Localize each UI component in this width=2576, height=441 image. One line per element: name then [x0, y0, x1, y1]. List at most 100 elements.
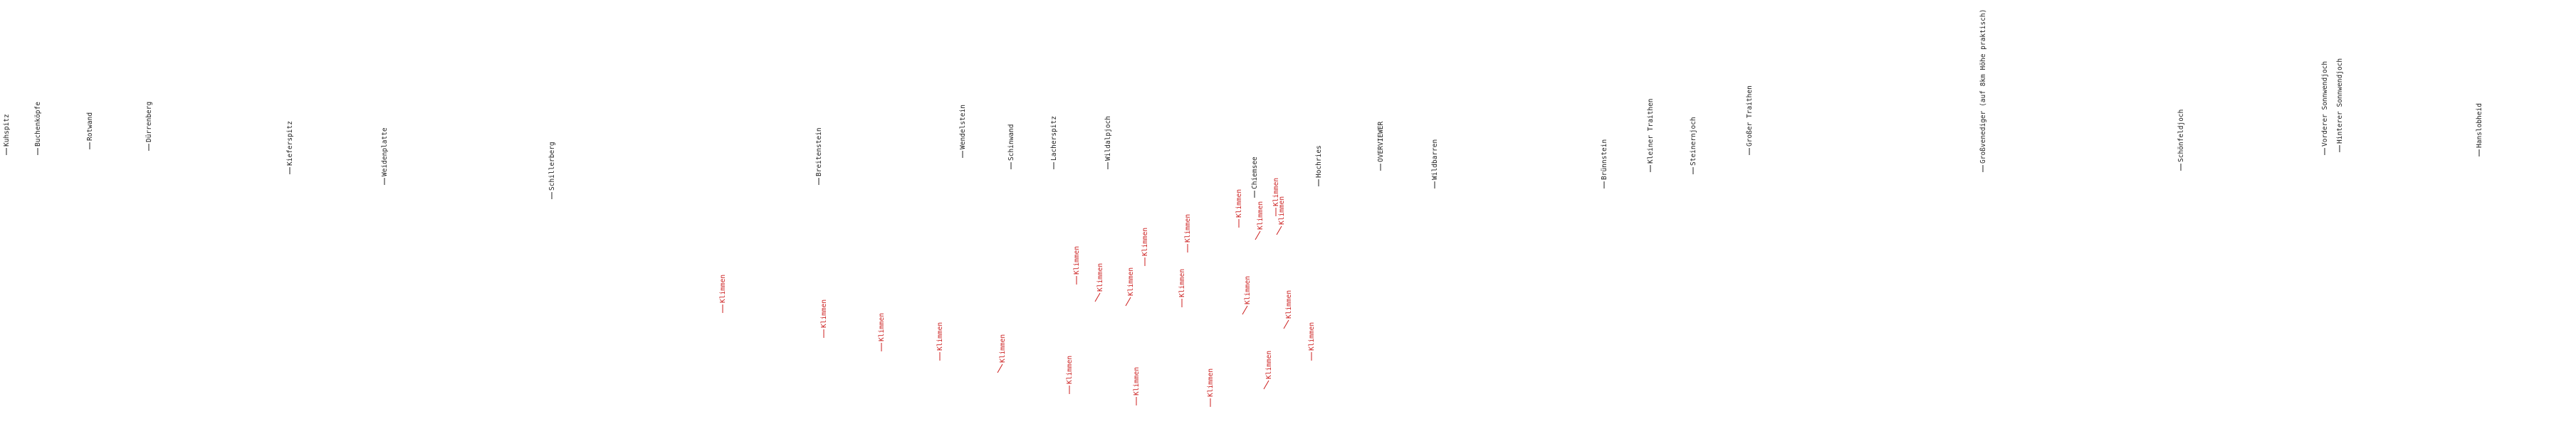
route-marker: Klimmen [997, 334, 1007, 373]
route-label: Klimmen [1235, 189, 1243, 218]
peak-marker: Chiemsee [1251, 156, 1259, 198]
peak-label: Hinterer Sonnwendjoch [2336, 58, 2344, 144]
peak-marker: Schinwand [1007, 124, 1015, 169]
route-label: Klimmen [878, 313, 886, 341]
route-marker: Klimmen [1066, 356, 1074, 394]
route-marker: Klimmen [1263, 351, 1273, 390]
route-marker: Klimmen [820, 299, 828, 338]
peak-marker: Schillerberg [548, 142, 556, 199]
peak-marker: Steinernjoch [1690, 117, 1697, 174]
route-label: Klimmen [1278, 196, 1286, 225]
route-label: Klimmen [1257, 201, 1265, 230]
peak-label: Wildalpjoch [1104, 116, 1112, 161]
route-label: Klimmen [1207, 368, 1215, 397]
route-marker: Klimmen [1184, 214, 1192, 253]
peak-labels-layer: Kuhspitz Buchenköpfe Rotwand Dürrenberg Kief… [3, 9, 2483, 199]
route-label: Klimmen [820, 299, 828, 328]
route-marker: Klimmen [1207, 368, 1215, 407]
peak-label: Wendelstein [959, 105, 967, 149]
route-marker: Klimmen [1125, 267, 1135, 307]
route-marker: Klimmen [878, 313, 886, 351]
peak-label: Hanslobheid [2476, 103, 2483, 148]
route-marker: Klimmen [719, 275, 727, 313]
route-label: Klimmen [1244, 276, 1252, 304]
peak-label: Dürrenberg [145, 102, 153, 142]
peak-label: Buchenköpfe [34, 102, 42, 147]
peak-marker: Lacherspitz [1050, 116, 1058, 169]
route-tick [1242, 305, 1248, 315]
route-marker: Klimmen [1235, 189, 1243, 228]
peak-label: Chiemsee [1251, 156, 1259, 189]
peak-marker: OVERVIEWER [1377, 122, 1385, 171]
peak-marker: Kleiner Traithen [1647, 98, 1655, 172]
peak-label: Wildbarren [1431, 139, 1439, 180]
route-label: Klimmen [1265, 351, 1273, 379]
peak-label: Brünnstein [1601, 139, 1608, 180]
peak-marker: Hinterer Sonnwendjoch [2336, 58, 2344, 152]
route-marker: Klimmen [1094, 263, 1104, 302]
route-tick [1255, 230, 1261, 240]
route-tick [997, 363, 1003, 373]
peak-label: Kleiner Traithen [1647, 98, 1655, 164]
peak-label: OVERVIEWER [1377, 122, 1385, 162]
peak-marker: Hochries [1315, 145, 1323, 186]
peak-marker: Dürrenberg [145, 102, 153, 151]
route-marker: Klimmen [1255, 201, 1265, 240]
route-label: Klimmen [719, 275, 727, 303]
route-marker: Klimmen [1308, 322, 1316, 361]
route-tick [1125, 297, 1131, 307]
peak-marker: Schönfeldjoch [2177, 110, 2185, 171]
route-tick [1094, 292, 1101, 302]
peak-marker: Weidenplatte [381, 127, 389, 185]
peak-marker: Buchenköpfe [34, 102, 42, 155]
peak-label: Hochries [1315, 145, 1323, 178]
route-tick [1276, 225, 1282, 235]
route-marker: Klimmen [1073, 246, 1081, 285]
peak-label: Kuhspitz [3, 114, 11, 147]
route-marker: Klimmen [1276, 196, 1286, 235]
route-label: Klimmen [936, 322, 944, 351]
route-label: Klimmen [1141, 228, 1149, 256]
peak-label: Großer Traithen [1746, 85, 1754, 147]
route-tick [1263, 380, 1269, 390]
peak-marker: Hanslobheid [2476, 103, 2483, 156]
peak-label: Steinernjoch [1690, 117, 1697, 166]
peak-marker: Wildalpjoch [1104, 116, 1112, 169]
route-marker: Klimmen [936, 322, 944, 361]
peak-label: Großvenediger (auf 8km Höhe praktisch) [1979, 9, 1987, 164]
peak-label: Vorderer Sonnwendjoch [2321, 61, 2329, 147]
peak-label: Weidenplatte [381, 127, 389, 176]
route-label: Klimmen [1073, 246, 1081, 275]
route-label: Klimmen [1178, 269, 1186, 297]
peak-marker: Kieferspitz [286, 121, 294, 174]
route-label: Klimmen [1184, 214, 1192, 243]
peak-marker: Wendelstein [959, 105, 967, 158]
peak-marker: Kuhspitz [3, 114, 11, 155]
peak-label: Schillerberg [548, 142, 556, 191]
route-label: Klimmen [1096, 263, 1104, 292]
route-tick [1283, 319, 1289, 329]
peak-label: Schinwand [1007, 124, 1015, 161]
route-label: Klimmen [1272, 178, 1280, 206]
route-label: Klimmen [1127, 267, 1135, 296]
peak-marker: Vorderer Sonnwendjoch [2321, 61, 2329, 155]
peak-label: Rotwand [86, 112, 94, 141]
peak-marker: Wildbarren [1431, 139, 1439, 188]
route-marker: Klimmen [1178, 269, 1186, 307]
route-marker: Klimmen [1283, 290, 1293, 329]
route-label: Klimmen [1285, 290, 1293, 319]
route-label: Klimmen [1133, 367, 1141, 395]
peak-marker: Breitenstein [815, 127, 823, 185]
peak-marker: Großer Traithen [1746, 85, 1754, 155]
peak-label: Kieferspitz [286, 121, 294, 166]
route-marker: Klimmen [1133, 367, 1141, 405]
route-marker: Klimmen [1242, 276, 1252, 315]
route-label: Klimmen [1066, 356, 1074, 384]
route-label: Klimmen [999, 334, 1007, 363]
route-marker: Klimmen [1141, 228, 1149, 266]
peak-marker: Rotwand [86, 112, 94, 149]
route-marker: Klimmen [1272, 178, 1280, 216]
peak-label: Breitenstein [815, 127, 823, 176]
